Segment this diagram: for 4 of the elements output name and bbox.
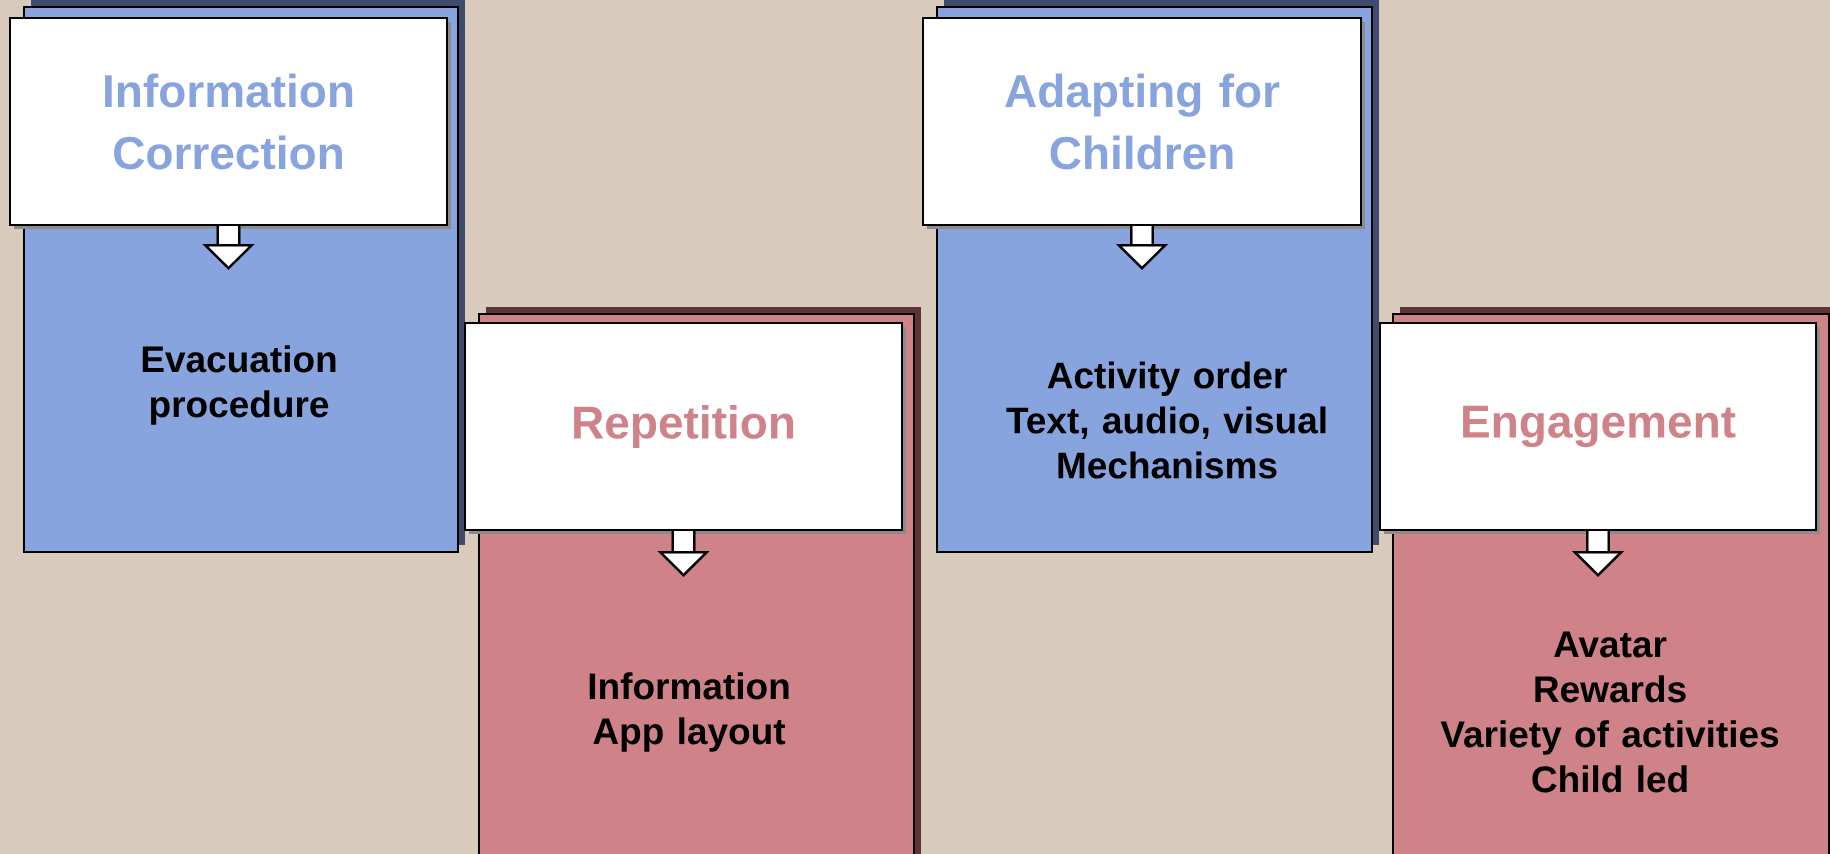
header-box: Repetition [464, 322, 906, 534]
header-box: Information Correction [9, 17, 451, 229]
header-box: Engagement [1379, 322, 1820, 534]
header-box: Adapting for Children [922, 17, 1365, 229]
